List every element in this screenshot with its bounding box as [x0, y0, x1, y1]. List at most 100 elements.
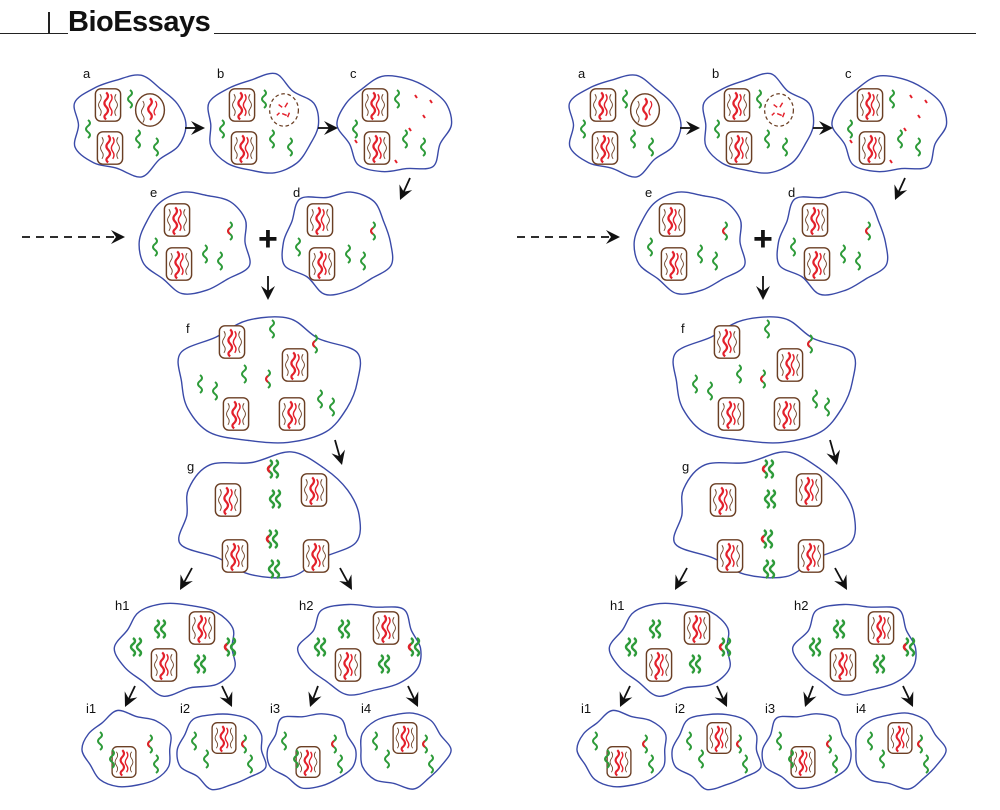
dna-strand [402, 129, 408, 149]
dna-strand [824, 397, 830, 417]
arrow-g-h2 [834, 567, 854, 594]
arrow-h1-i1 [118, 685, 138, 711]
nucleoid [308, 246, 336, 282]
dna-fragment [889, 159, 893, 164]
nucleoid [645, 647, 673, 683]
cell-i3: i3 [266, 701, 357, 790]
dna-strand-recombinant [422, 734, 428, 754]
nucleoid [211, 721, 237, 755]
arrow-a-b [185, 121, 205, 135]
dna-strand [269, 319, 275, 339]
stage-label-h1: h1 [610, 598, 624, 613]
stage-label-e: e [645, 185, 652, 200]
dna-strand [698, 749, 704, 769]
stage-label-i1: i1 [581, 701, 591, 716]
nucleoid [706, 721, 732, 755]
nucleoid [803, 246, 831, 282]
cell-outline [776, 191, 889, 296]
dna-strand [812, 389, 818, 409]
paired-dna [808, 636, 822, 658]
arrow-a-b [680, 121, 700, 135]
paired-dna [377, 653, 391, 675]
arrow-fusion-f [756, 276, 770, 300]
nucleoid [306, 202, 334, 238]
cell-outline [761, 713, 852, 790]
paired-dna [762, 558, 776, 580]
dna-strand [127, 89, 133, 109]
cell-i2: i2 [176, 701, 267, 791]
nucleoid [606, 745, 632, 779]
paired-dna [688, 653, 702, 675]
dna-fragment [924, 99, 928, 104]
dna-strand [630, 129, 636, 149]
dna-strand [217, 251, 223, 271]
plus-sign: + [258, 220, 278, 258]
cell-outline [671, 713, 762, 791]
stage-label-h2: h2 [794, 598, 808, 613]
dna-strand [212, 381, 218, 401]
nucleoid [221, 538, 249, 574]
nucleoid [713, 324, 741, 360]
arrow-external-input [22, 230, 125, 244]
cell-outline [360, 712, 452, 790]
header-rule [0, 33, 976, 34]
dna-strand [867, 731, 873, 751]
dna-strand [764, 319, 770, 339]
dna-strand [153, 754, 159, 774]
dna-strand-recombinant [331, 734, 337, 754]
dna-strand-recombinant [370, 221, 376, 241]
dna-strand [840, 244, 846, 264]
dna-strand-recombinant [312, 334, 318, 354]
arrow-h1-i1 [613, 685, 633, 711]
dna-strand [329, 397, 335, 417]
dna-strand [394, 89, 400, 109]
dna-strand [832, 754, 838, 774]
stage-label-f: f [186, 321, 190, 336]
nucleoid [94, 87, 122, 123]
dna-strand [897, 129, 903, 149]
dna-strand [736, 364, 742, 384]
dna-strand-recombinant [826, 734, 832, 754]
nucleoid [660, 246, 688, 282]
dna-strand [197, 374, 203, 394]
stage-label-a: a [578, 66, 586, 81]
nucleoid [214, 482, 242, 518]
dna-strand-recombinant [241, 734, 247, 754]
nucleoid [188, 610, 216, 646]
stage-label-b: b [217, 66, 224, 81]
nucleoid [392, 721, 418, 755]
arrow-external-input [517, 230, 620, 244]
dna-strand [345, 244, 351, 264]
stage-label-b: b [712, 66, 719, 81]
dna-strand [287, 137, 293, 157]
nucleoid [222, 396, 250, 432]
cell-outline [138, 191, 251, 295]
nucleoid [776, 347, 804, 383]
dna-strand [295, 237, 301, 257]
cell-outline [702, 72, 815, 174]
journal-brand: BioEssays [68, 6, 215, 38]
stage-label-e: e [150, 185, 157, 200]
paired-dna [129, 636, 143, 658]
nucleoid [795, 472, 823, 508]
dna-fragment [917, 114, 921, 119]
dna-strand-recombinant [642, 734, 648, 754]
dna-strand [247, 754, 253, 774]
dna-strand [714, 119, 720, 139]
cell-e: e [138, 185, 251, 295]
stage-label-f: f [681, 321, 685, 336]
dna-fragment [394, 159, 398, 164]
nucleoid [716, 538, 744, 574]
arrow-c-d [888, 177, 908, 203]
arrow-f-g [826, 439, 844, 467]
dna-strand [153, 137, 159, 157]
nucleoid [372, 610, 400, 646]
nucleoid [797, 538, 825, 574]
cell-a: a [73, 66, 187, 178]
stage-label-i4: i4 [856, 701, 866, 716]
arrow-h1-i2 [714, 685, 734, 711]
nucleoid [278, 396, 306, 432]
paired-dna [763, 488, 777, 510]
dna-strand [697, 244, 703, 264]
